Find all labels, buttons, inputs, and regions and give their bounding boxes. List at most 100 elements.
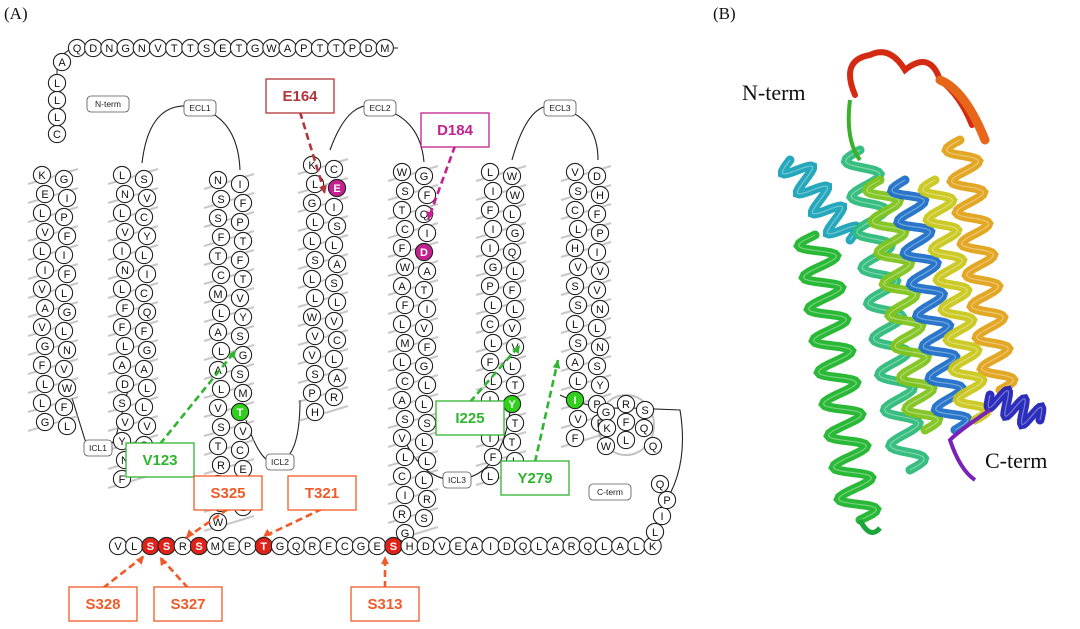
residue-tm7-18: L	[587, 318, 607, 338]
residue-h8-9: Q	[643, 436, 663, 456]
residue-h8-8: L	[616, 430, 636, 450]
svg-text:M: M	[400, 338, 409, 350]
residue-tm1-25: L	[32, 393, 52, 413]
residue-tm7-5: C	[565, 200, 585, 220]
ecl2-tag: ECL2	[363, 99, 397, 117]
svg-text:G: G	[251, 43, 260, 55]
residue-nterm-23: P	[343, 38, 362, 58]
callout-t321: T321	[262, 475, 357, 539]
svg-text:T: T	[240, 274, 247, 286]
residue-cterm-22: E	[449, 536, 468, 556]
residue-tm6-28: T	[505, 413, 525, 433]
svg-text:I: I	[332, 202, 335, 214]
residue-tm6-2: W	[502, 166, 522, 186]
residue-tm3-22: S	[230, 364, 250, 384]
residue-tm7-14: V	[587, 280, 607, 300]
residue-cterm-32: A	[611, 536, 630, 556]
svg-text:V: V	[330, 316, 338, 328]
svg-text:L: L	[119, 170, 125, 182]
svg-text:V: V	[239, 426, 247, 438]
svg-text:C: C	[330, 164, 338, 176]
residue-tm1-14: L	[54, 283, 74, 303]
residue-tm7-2: D	[587, 166, 607, 186]
callout-d184: D184	[420, 112, 490, 221]
svg-text:V: V	[41, 227, 49, 239]
svg-text:F: F	[122, 303, 129, 315]
svg-text:F: F	[490, 452, 497, 464]
svg-text:A: A	[284, 43, 292, 55]
residue-h8-4: K	[597, 418, 617, 438]
svg-text:S327: S327	[170, 596, 205, 613]
residue-cterm-19: H	[400, 536, 419, 556]
residue-tm5-20: F	[417, 337, 437, 357]
residue-tm4-4: E	[327, 178, 347, 198]
residue-tm5-27: S	[395, 409, 415, 429]
svg-text:A: A	[333, 259, 341, 271]
residue-tm7-12: V	[590, 261, 610, 281]
residue-nterm-24: D	[359, 38, 378, 58]
svg-text:L: L	[42, 379, 48, 391]
callout-e164: E164	[265, 78, 335, 195]
svg-text:I: I	[489, 541, 492, 553]
svg-text:W: W	[510, 190, 521, 202]
svg-text:E: E	[374, 541, 381, 553]
residue-cterm-4: S	[157, 536, 176, 556]
residue-cterm-27: L	[530, 536, 549, 556]
svg-text:T: T	[509, 437, 516, 449]
svg-text:F: F	[119, 474, 126, 486]
residue-cterm-34: K	[643, 536, 662, 556]
residue-tm4-8: S	[327, 216, 347, 236]
svg-text:K: K	[308, 160, 316, 172]
residue-tm7-24: Y	[590, 375, 610, 395]
residue-tm4-7: L	[305, 212, 325, 232]
svg-text:E: E	[239, 464, 246, 476]
ribbon-helix-4	[861, 175, 944, 435]
residue-cterm-8: E	[222, 536, 241, 556]
svg-text:L: L	[144, 383, 150, 395]
svg-text:S325: S325	[210, 485, 245, 502]
svg-text:V: V	[438, 541, 446, 553]
residue-tm7-9: H	[565, 238, 585, 258]
svg-text:S: S	[214, 213, 221, 225]
svg-text:V: V	[121, 227, 129, 239]
residue-tm1-5: L	[32, 203, 52, 223]
svg-text:T: T	[215, 441, 222, 453]
svg-text:N-term: N-term	[95, 99, 121, 109]
svg-text:F: F	[424, 342, 431, 354]
svg-text:S: S	[311, 255, 318, 267]
svg-text:F: F	[141, 326, 148, 338]
residue-tm5-3: S	[395, 181, 415, 201]
residue-tm5-7: C	[395, 219, 415, 239]
residue-nterm-3: L	[47, 90, 67, 110]
svg-text:N: N	[214, 175, 222, 187]
residue-tm5-5: T	[392, 200, 412, 220]
svg-text:W: W	[266, 43, 277, 55]
svg-text:S: S	[333, 221, 340, 233]
svg-text:D: D	[503, 541, 511, 553]
svg-text:Y279: Y279	[517, 470, 552, 487]
svg-text:L: L	[536, 541, 542, 553]
svg-text:C: C	[53, 129, 61, 141]
svg-text:S: S	[118, 398, 125, 410]
svg-text:P: P	[486, 281, 493, 293]
residue-tm5-18: V	[414, 318, 434, 338]
residue-nterm-11: V	[148, 38, 168, 58]
residue-tm7-19: S	[568, 333, 588, 353]
svg-text:G: G	[63, 307, 72, 319]
svg-text:F: F	[39, 360, 46, 372]
residue-nterm-5: A	[52, 52, 72, 72]
svg-text:C: C	[236, 445, 244, 457]
svg-text:L: L	[54, 78, 60, 90]
svg-text:G: G	[121, 43, 130, 55]
svg-text:I: I	[65, 193, 68, 205]
residue-tm3-31: R	[211, 455, 231, 475]
residue-tm3-24: M	[233, 383, 253, 403]
residue-cterm-9: P	[238, 536, 257, 556]
residue-nterm-9: G	[116, 38, 135, 58]
svg-text:T: T	[237, 407, 244, 419]
svg-text:S: S	[311, 369, 318, 381]
residue-tm2-24: L	[137, 378, 157, 398]
svg-text:F: F	[402, 300, 409, 312]
